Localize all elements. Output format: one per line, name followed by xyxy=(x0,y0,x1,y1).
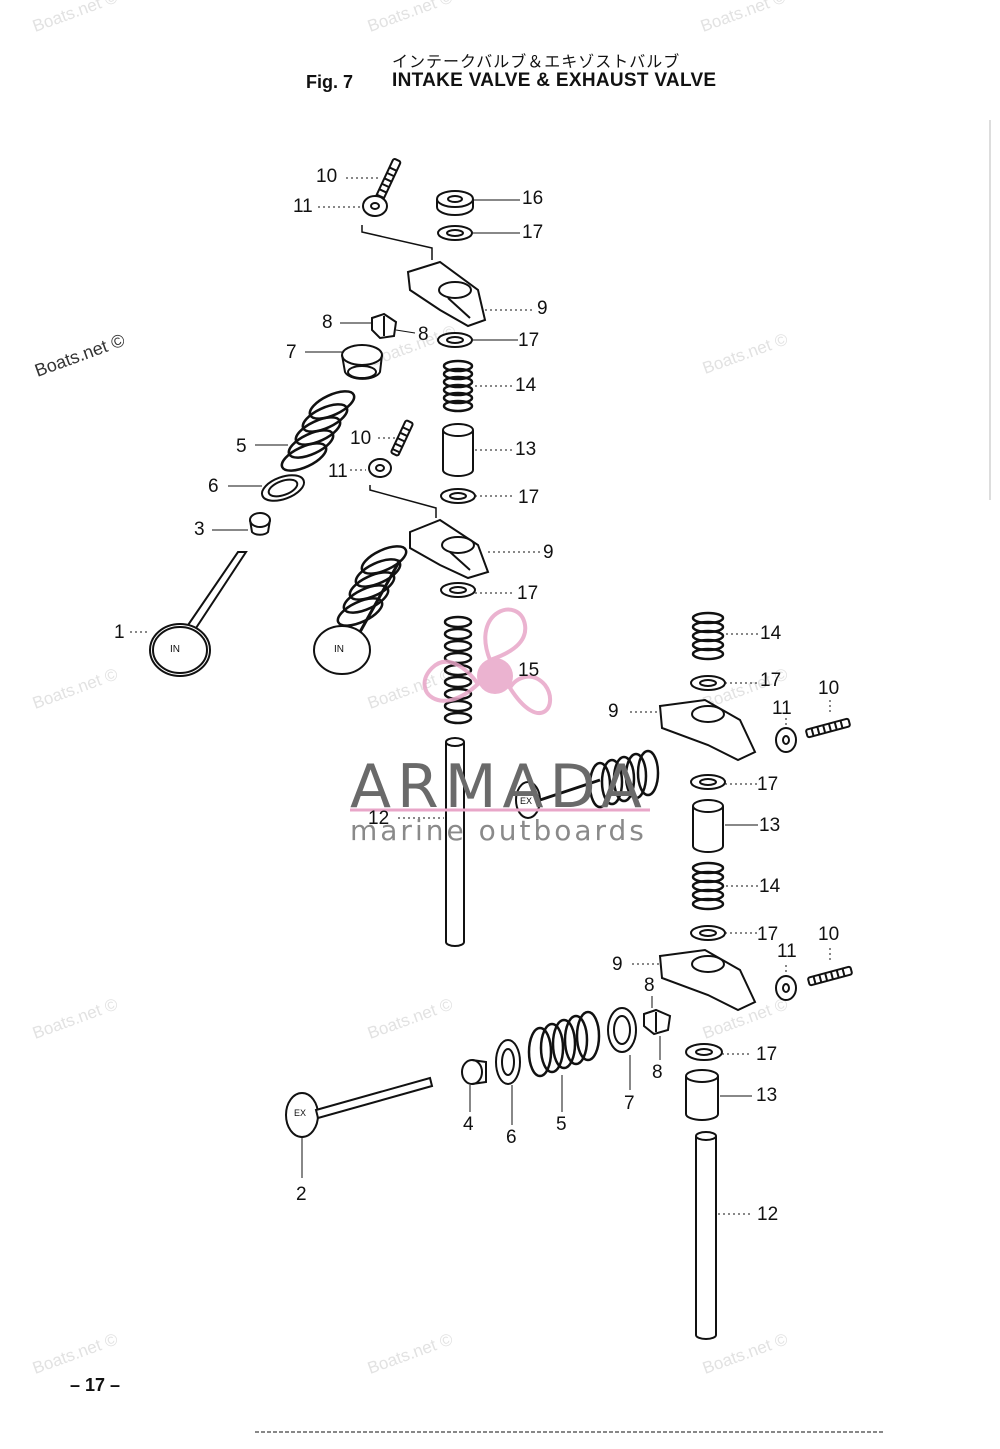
push-rod-guide-13 xyxy=(442,423,474,477)
callout-5: 5 xyxy=(236,436,247,457)
callout-10: 10 xyxy=(818,924,840,945)
callout-14: 14 xyxy=(759,876,781,897)
callout-12: 12 xyxy=(368,808,390,829)
stud-bolt-10 xyxy=(374,158,402,202)
nut-11 xyxy=(368,458,392,478)
callout-10: 10 xyxy=(316,166,338,187)
callout-8: 8 xyxy=(418,324,429,345)
push-rod-12 xyxy=(445,737,465,947)
intake-valve-marking: IN xyxy=(334,644,344,655)
washer-16 xyxy=(436,190,474,216)
callout-7: 7 xyxy=(624,1093,635,1114)
callout-10: 10 xyxy=(350,428,372,449)
propeller-logo-icon xyxy=(422,607,552,715)
callout-8: 8 xyxy=(652,1062,663,1083)
washer-17 xyxy=(685,1043,723,1061)
callout-11: 11 xyxy=(328,461,348,482)
push-rod-guide-13 xyxy=(685,1069,719,1121)
brand-watermark-tagline: marine outboards xyxy=(350,814,647,847)
spring-retainer-7 xyxy=(607,1007,637,1053)
callout-17: 17 xyxy=(518,330,540,351)
page-number: – 17 – xyxy=(70,1375,121,1395)
callout-17: 17 xyxy=(756,1044,778,1065)
rocker-arm-9 xyxy=(406,260,487,328)
brand-watermark-name: ARMADA xyxy=(350,752,648,822)
stud-bolt-10 xyxy=(807,965,853,987)
callout-1: 1 xyxy=(114,622,125,643)
exhaust-valve-marking: EX xyxy=(520,796,533,806)
nut-11 xyxy=(775,975,797,1001)
callout-9: 9 xyxy=(612,954,623,975)
callout-7: 7 xyxy=(286,342,297,363)
intake-valve-1 xyxy=(149,551,248,677)
callout-10: 10 xyxy=(818,678,840,699)
push-rod-guide-13 xyxy=(692,799,724,853)
valve-stem-seal-4 xyxy=(461,1059,487,1085)
callout-11: 11 xyxy=(772,698,792,719)
figure-title-japanese: インテークバルブ＆エキゾストバルブ xyxy=(392,52,681,71)
nut-11 xyxy=(362,195,388,217)
callout-6: 6 xyxy=(506,1127,517,1148)
spring-15 xyxy=(443,615,473,725)
washer-17 xyxy=(690,675,726,691)
callout-3: 3 xyxy=(194,519,205,540)
callout-17: 17 xyxy=(760,670,782,691)
callout-17: 17 xyxy=(518,487,540,508)
washer-17 xyxy=(440,488,476,504)
exhaust-valve-marking: EX xyxy=(294,1108,307,1118)
callout-15: 15 xyxy=(518,660,540,681)
rocker-arm-9 xyxy=(658,948,757,1012)
callout-9: 9 xyxy=(608,701,619,722)
callout-5: 5 xyxy=(556,1114,567,1135)
callout-13: 13 xyxy=(756,1085,778,1106)
callout-6: 6 xyxy=(208,476,219,497)
washer-17 xyxy=(440,582,476,598)
callout-16: 16 xyxy=(522,188,544,209)
callout-8: 8 xyxy=(322,312,333,333)
valve-spring-5 xyxy=(280,390,356,472)
callout-2: 2 xyxy=(296,1184,307,1205)
spring-seat-6 xyxy=(495,1039,521,1085)
callout-9: 9 xyxy=(537,298,548,319)
intake-valve-assembly xyxy=(313,545,408,675)
valve-spring-14 xyxy=(691,611,725,661)
callout-13: 13 xyxy=(759,815,781,836)
callout-17: 17 xyxy=(522,222,544,243)
callout-14: 14 xyxy=(760,623,782,644)
spring-retainer-7 xyxy=(341,344,383,380)
callout-4: 4 xyxy=(463,1114,474,1135)
figure-title: INTAKE VALVE & EXHAUST VALVE xyxy=(392,70,717,91)
washer-17 xyxy=(690,925,726,941)
valve-cotter-8 xyxy=(643,1008,672,1036)
valve-spring-14 xyxy=(442,359,474,413)
callout-17: 17 xyxy=(517,583,539,604)
valve-stem-seal-3 xyxy=(249,512,271,536)
washer-17 xyxy=(437,225,473,241)
callout-11: 11 xyxy=(777,941,797,962)
callout-9: 9 xyxy=(543,542,554,563)
exhaust-valve-2 xyxy=(285,1076,434,1138)
rocker-arm-9 xyxy=(658,698,757,762)
stud-bolt-10 xyxy=(390,419,414,457)
callout-12: 12 xyxy=(757,1204,779,1225)
washer-17 xyxy=(437,332,473,348)
valve-spring-14 xyxy=(691,861,725,911)
callout-8: 8 xyxy=(644,975,655,996)
spring-seat-6 xyxy=(260,474,306,502)
figure-number: Fig. 7 xyxy=(306,72,354,92)
stud-bolt-10 xyxy=(805,717,851,739)
rocker-arm-9 xyxy=(409,518,490,580)
callout-17: 17 xyxy=(757,924,779,945)
intake-valve-marking: IN xyxy=(170,644,180,655)
callout-11: 11 xyxy=(293,196,313,217)
valve-cotter-8 xyxy=(371,312,398,340)
callout-17: 17 xyxy=(757,774,779,795)
nut-11 xyxy=(775,727,797,753)
callout-13: 13 xyxy=(515,439,537,460)
push-rod-12 xyxy=(695,1131,717,1340)
washer-17 xyxy=(690,774,726,790)
callout-14: 14 xyxy=(515,375,537,396)
valve-spring-5 xyxy=(527,1010,601,1078)
